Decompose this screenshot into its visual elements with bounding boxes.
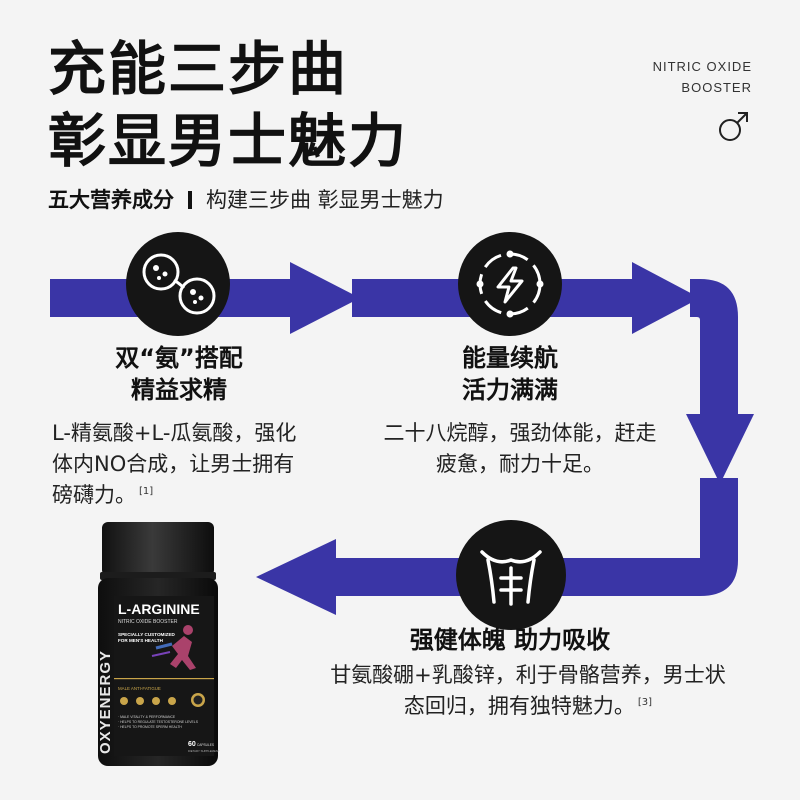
subtitle: 五大营养成分 构建三步曲 彰显男士魅力 (48, 190, 444, 211)
step3-description: 甘氨酸硼+乳酸锌，利于骨骼营养，男士状 态回归，拥有独特魅力。[3] (308, 660, 748, 722)
step1-title-line1: 双“氨”搭配 (115, 344, 243, 372)
product-count-unit: CAPSULES (197, 743, 214, 747)
booster-tag-line1: NITRIC OXIDE (652, 59, 752, 74)
step1-title: 双“氨”搭配 精益求精 (64, 342, 294, 407)
product-bullet1: · MALE VITALITY & PERFORMANCE (118, 715, 176, 719)
booster-tag-line2: BOOSTER (681, 80, 752, 95)
step3-reference: [3] (637, 697, 653, 709)
product-claim: MALE ANTI-FATIGUE (118, 686, 161, 691)
cells-icon (142, 253, 216, 315)
step3-title: 强健体魄 助力吸收 (409, 626, 611, 654)
product-subtitle: NITRIC OXIDE BOOSTER (118, 619, 178, 625)
product-name: L-ARGININE (118, 601, 200, 617)
step1-desc-line1: L-精氨酸+L-瓜氨酸，强化 (52, 421, 297, 445)
product-count: 60 (188, 741, 196, 748)
step2-desc-line1: 二十八烷醇，强劲体能，赶走 (383, 421, 657, 445)
page-title-line1: 充能三步曲 (48, 35, 349, 103)
step1-icon-circle (126, 232, 230, 336)
step1-title-line2: 精益求精 (131, 376, 227, 405)
product-badge-line1: SPECIALLY CUSTOMIZED (118, 632, 176, 637)
product-badge-line2: FOR MEN'S HEALTH (118, 638, 164, 643)
male-symbol-icon (719, 112, 748, 141)
step3-icon-circle (456, 520, 566, 630)
step3-desc-line2: 态回归，拥有独特魅力。 (403, 694, 635, 719)
subtitle-rest: 构建三步曲 彰显男士魅力 (206, 188, 444, 212)
subtitle-divider (188, 191, 192, 209)
step2-icon-circle (458, 232, 562, 336)
step1-desc-line2: 体内NO合成，让男士拥有 (52, 452, 295, 477)
step2-title-line2: 活力满满 (462, 376, 558, 405)
product-footnote: DIETARY SUPPLEMENT (188, 749, 220, 753)
torso-icon (480, 550, 542, 606)
subtitle-bold: 五大营养成分 (48, 188, 174, 212)
step3-desc-line1: 甘氨酸硼+乳酸锌，利于骨骼营养，男士状 (330, 663, 726, 687)
step2-title: 能量续航 活力满满 (395, 342, 625, 407)
product-bullet2: · HELPS TO REGULATE TESTOSTERONE LEVELS (118, 720, 199, 724)
step1-desc-line3: 磅礴力。 (52, 483, 136, 508)
energy-bolt-icon (476, 250, 544, 318)
product-bullet3: · HELPS TO PROMOTE SPERM HEALTH (118, 725, 182, 729)
product-bottle-image: OXYENERGY L-ARGININE NITRIC OXIDE BOOSTE… (97, 522, 220, 766)
step2-title-line1: 能量续航 (462, 344, 558, 372)
product-brand: OXYENERGY (97, 650, 114, 754)
step1-description: L-精氨酸+L-瓜氨酸，强化 体内NO合成，让男士拥有 磅礴力。[1] (52, 418, 312, 511)
step2-description: 二十八烷醇，强劲体能，赶走 疲惫，耐力十足。 (370, 418, 670, 480)
step1-reference: [1] (139, 486, 154, 498)
page-title-line2: 彰显男士魅力 (48, 107, 409, 175)
step2-desc-line2: 疲惫，耐力十足。 (436, 452, 604, 477)
